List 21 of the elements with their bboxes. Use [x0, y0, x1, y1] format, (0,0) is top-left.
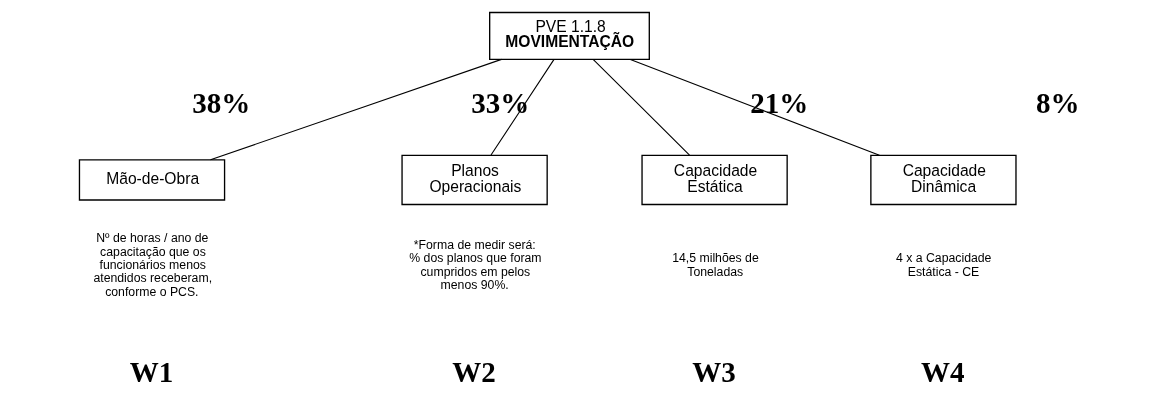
node-box: Planos Operacionais [401, 154, 548, 206]
node-label: *Forma de medir será: % dos planos que foram cumpridos em pelos menos 90%. [409, 237, 542, 293]
node-label: 14,5 milhões de Toneladas [672, 251, 759, 279]
node-box: PVE 1.1.8 MOVIMENTAÇÃO [489, 11, 650, 61]
node-label: W4 [921, 356, 965, 389]
node-label: 21% [750, 87, 809, 120]
node-label: 8% [1036, 87, 1080, 120]
node-label: W2 [452, 356, 496, 389]
connector [592, 58, 691, 156]
node-box: Capacidade Dinâmica [870, 154, 1017, 206]
node-label: Nº de horas / ano de capacitação que os funcionários menos atendidos receberam, conforme o PCS. [93, 231, 213, 299]
connector [210, 58, 503, 161]
node-label: 33% [471, 87, 530, 120]
connector [490, 58, 555, 156]
node-label: 38% [192, 87, 251, 120]
node-box: Capacidade Estática [641, 154, 788, 206]
node-label: 4 x a Capacidade Estática - CE [895, 251, 992, 279]
node-label: W3 [692, 356, 736, 389]
connector [629, 58, 880, 156]
node-box: Mão-de-Obra [78, 159, 226, 201]
node-label: W1 [129, 356, 174, 389]
